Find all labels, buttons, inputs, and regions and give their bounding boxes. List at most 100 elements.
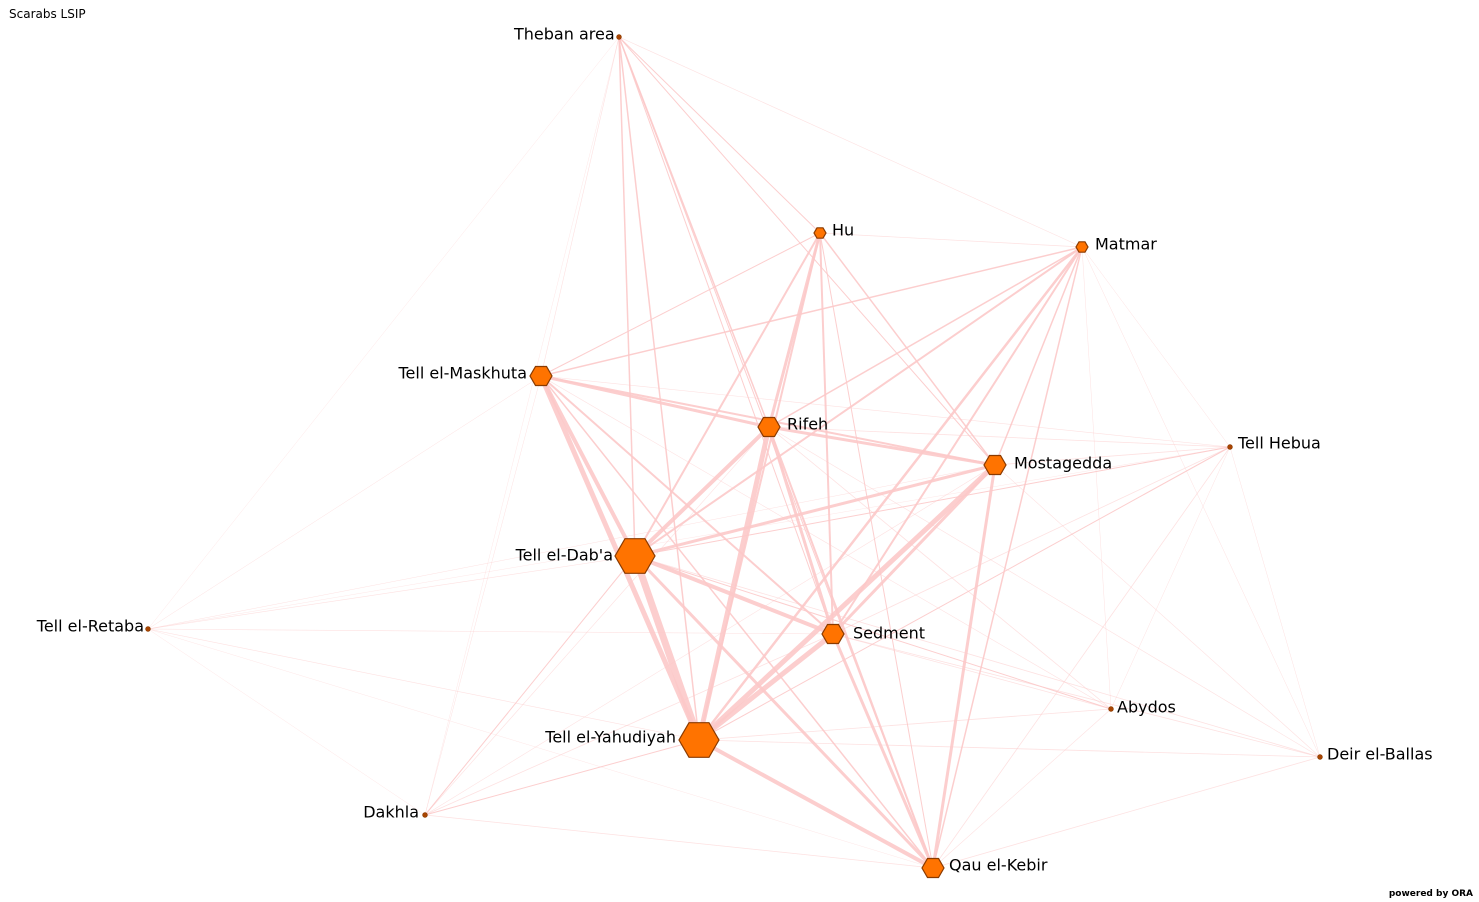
edge-ballas-yahudiyah xyxy=(698,739,1321,758)
node-marker-retaba[interactable] xyxy=(145,626,151,632)
node-mostagedda[interactable]: Mostagedda xyxy=(983,454,1112,476)
edge-dakhla-mostagedda xyxy=(424,464,996,816)
edge-dakhla-theban xyxy=(424,36,620,816)
node-marker-qau[interactable] xyxy=(921,857,945,879)
node-yahudiyah[interactable]: Tell el-Yahudiyah xyxy=(544,722,720,758)
edge-retaba-dab xyxy=(147,555,636,630)
node-marker-sedment[interactable] xyxy=(821,623,845,645)
node-marker-hu[interactable] xyxy=(813,227,827,239)
edge-abydos-matmar xyxy=(1081,246,1112,710)
node-hu[interactable]: Hu xyxy=(813,221,854,240)
node-marker-hebua[interactable] xyxy=(1227,444,1233,450)
node-hebua[interactable]: Tell Hebua xyxy=(1227,434,1321,453)
node-label-qau: Qau el-Kebir xyxy=(949,856,1048,875)
node-qau[interactable]: Qau el-Kebir xyxy=(921,856,1048,879)
edge-matmar-qau xyxy=(932,246,1083,869)
node-rifeh[interactable]: Rifeh xyxy=(757,415,828,438)
edge-theban-maskhuta xyxy=(540,36,620,377)
edge-dakhla-yahudiyah xyxy=(424,739,700,816)
edge-mostagedda-sedment xyxy=(831,463,997,636)
node-ballas[interactable]: Deir el-Ballas xyxy=(1317,745,1433,764)
edge-mostagedda-qau xyxy=(931,463,997,870)
edge-yahudiyah-qau xyxy=(697,738,935,870)
edge-hebua-dab xyxy=(634,446,1231,557)
node-marker-dab[interactable] xyxy=(614,538,656,574)
edge-theban-yahudiyah xyxy=(618,36,700,741)
node-label-maskhuta: Tell el-Maskhuta xyxy=(397,364,527,383)
edge-hu-sedment xyxy=(819,232,834,635)
edge-hu-qau xyxy=(819,232,934,869)
node-label-hebua: Tell Hebua xyxy=(1237,434,1321,453)
node-theban[interactable]: Theban area xyxy=(513,25,622,44)
edge-retaba-qau xyxy=(147,628,934,869)
edge-layer xyxy=(147,36,1321,870)
edge-matmar-dab xyxy=(634,246,1083,557)
edge-hu-maskhuta xyxy=(540,232,821,377)
edge-abydos-yahudiyah xyxy=(698,708,1112,741)
edge-abydos-maskhuta xyxy=(540,375,1112,710)
edge-abydos-qau xyxy=(932,708,1112,869)
node-marker-ballas[interactable] xyxy=(1317,754,1323,760)
powered-by-footer: powered by ORA xyxy=(1388,889,1473,899)
edge-ballas-dab xyxy=(634,555,1321,758)
edge-matmar-maskhuta xyxy=(540,246,1083,377)
edge-hebua-ballas xyxy=(1229,446,1321,758)
node-label-matmar: Matmar xyxy=(1095,235,1157,254)
edge-abydos-dab xyxy=(634,555,1112,710)
edge-maskhuta-sedment xyxy=(540,375,834,635)
node-marker-theban[interactable] xyxy=(616,34,622,40)
edge-matmar-rifeh xyxy=(768,246,1083,428)
edge-hebua-matmar xyxy=(1081,246,1231,448)
edge-dab-mostagedda xyxy=(633,463,997,558)
edge-theban-qau xyxy=(618,36,934,869)
node-marker-abydos[interactable] xyxy=(1108,706,1114,712)
edge-retaba-maskhuta xyxy=(147,375,542,630)
node-marker-yahudiyah[interactable] xyxy=(678,722,720,758)
edge-hebua-rifeh xyxy=(768,426,1231,448)
edge-hebua-maskhuta xyxy=(540,375,1231,448)
edge-hebua-abydos xyxy=(1110,446,1231,710)
edge-theban-sedment xyxy=(618,36,834,635)
node-matmar[interactable]: Matmar xyxy=(1075,235,1157,254)
edge-hebua-sedment xyxy=(832,446,1231,635)
node-label-retaba: Tell el-Retaba xyxy=(36,617,144,636)
edge-theban-dab xyxy=(618,36,636,557)
edge-hu-yahudiyah xyxy=(698,232,821,741)
node-marker-rifeh[interactable] xyxy=(757,416,781,438)
node-retaba[interactable]: Tell el-Retaba xyxy=(36,617,151,636)
edge-dab-qau xyxy=(633,554,935,870)
node-marker-dakhla[interactable] xyxy=(422,812,428,818)
edge-abydos-sedment xyxy=(832,633,1112,710)
edge-matmar-hu xyxy=(819,232,1083,248)
edge-maskhuta-qau xyxy=(540,375,934,869)
node-abydos[interactable]: Abydos xyxy=(1108,698,1176,717)
edge-dakhla-rifeh xyxy=(424,426,770,816)
edge-ballas-rifeh xyxy=(768,426,1321,758)
edge-matmar-mostagedda xyxy=(994,246,1083,466)
node-maskhuta[interactable]: Tell el-Maskhuta xyxy=(397,364,553,387)
edge-retaba-mostagedda xyxy=(147,464,996,630)
node-dakhla[interactable]: Dakhla xyxy=(363,803,428,822)
edge-theban-mostagedda xyxy=(618,36,996,466)
edge-ballas-sedment xyxy=(832,633,1321,758)
node-label-rifeh: Rifeh xyxy=(787,415,828,434)
node-label-dab: Tell el-Dab'a xyxy=(515,546,613,565)
edge-maskhuta-dab xyxy=(539,374,637,558)
edge-hu-dab xyxy=(634,232,821,557)
node-dab[interactable]: Tell el-Dab'a xyxy=(515,538,656,574)
node-marker-mostagedda[interactable] xyxy=(983,454,1007,476)
edge-hebua-qau xyxy=(932,446,1231,869)
node-sedment[interactable]: Sedment xyxy=(821,623,925,645)
edge-ballas-mostagedda xyxy=(994,464,1321,758)
edge-mostagedda-yahudiyah xyxy=(696,462,998,743)
node-marker-matmar[interactable] xyxy=(1075,241,1089,253)
node-label-mostagedda: Mostagedda xyxy=(1014,454,1112,473)
edge-maskhuta-rifeh xyxy=(539,374,771,429)
graph-title: Scarabs LSIP xyxy=(9,7,86,21)
edge-dakhla-sedment xyxy=(424,633,834,816)
edge-sedment-yahudiyah xyxy=(696,631,836,743)
node-marker-maskhuta[interactable] xyxy=(529,365,553,387)
edge-retaba-dakhla xyxy=(147,628,426,816)
node-label-yahudiyah: Tell el-Yahudiyah xyxy=(544,728,676,747)
edge-retaba-hebua xyxy=(147,446,1231,630)
